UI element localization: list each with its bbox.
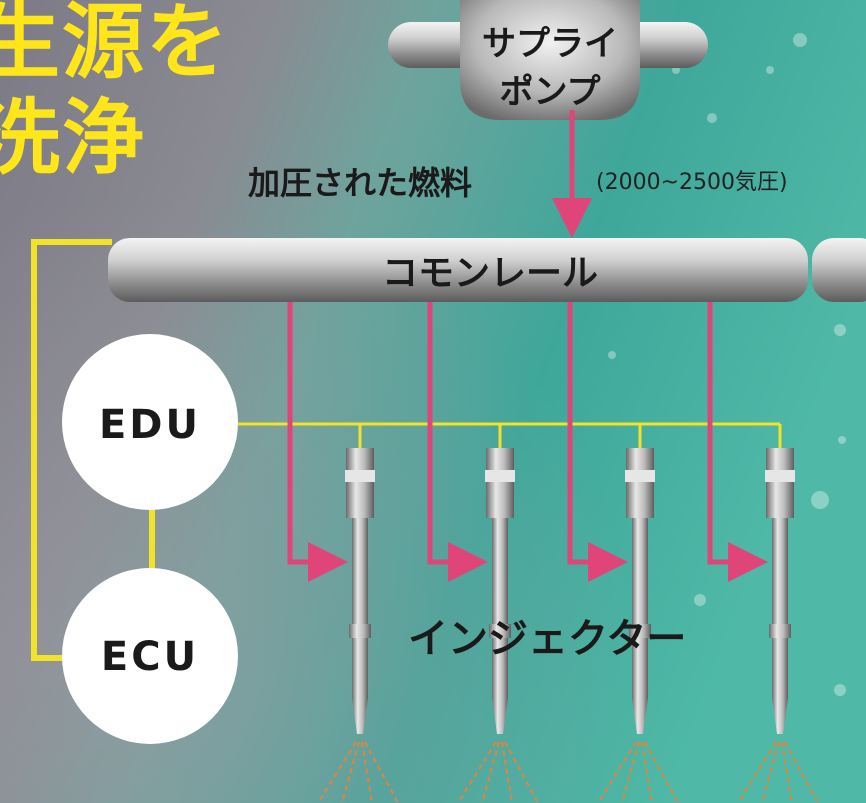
pressurized-fuel-label: 加圧された燃料: [248, 164, 473, 202]
supply-pump-label-line1: サプライ: [482, 24, 618, 64]
ecu-circle: [62, 568, 238, 744]
injector-label: インジェクター: [408, 616, 687, 662]
supply-pump-label-line2: ポンプ: [499, 72, 601, 112]
edu-label: EDU: [98, 402, 201, 448]
supply-pump-icon: [388, 0, 708, 120]
water-droplets: [608, 33, 846, 696]
edu-circle: [62, 334, 238, 510]
fuel-arrow-icon: [287, 110, 768, 582]
ecu-label: ECU: [100, 634, 200, 680]
injector-icon: [485, 448, 515, 734]
spray-icon: [317, 741, 819, 803]
injector-icon: [345, 448, 375, 734]
title-line-1: 生源を: [0, 0, 231, 90]
injector-wires: [232, 422, 782, 450]
injector-icon: [625, 448, 655, 734]
pressure-range-label: (2000~2500気圧): [596, 170, 788, 195]
common-rail-icon: [108, 238, 866, 302]
injectors: [345, 448, 795, 734]
injector-icon: [765, 448, 795, 734]
title-line-2: 洗浄: [0, 91, 147, 186]
common-rail-label: コモンレール: [381, 253, 598, 294]
